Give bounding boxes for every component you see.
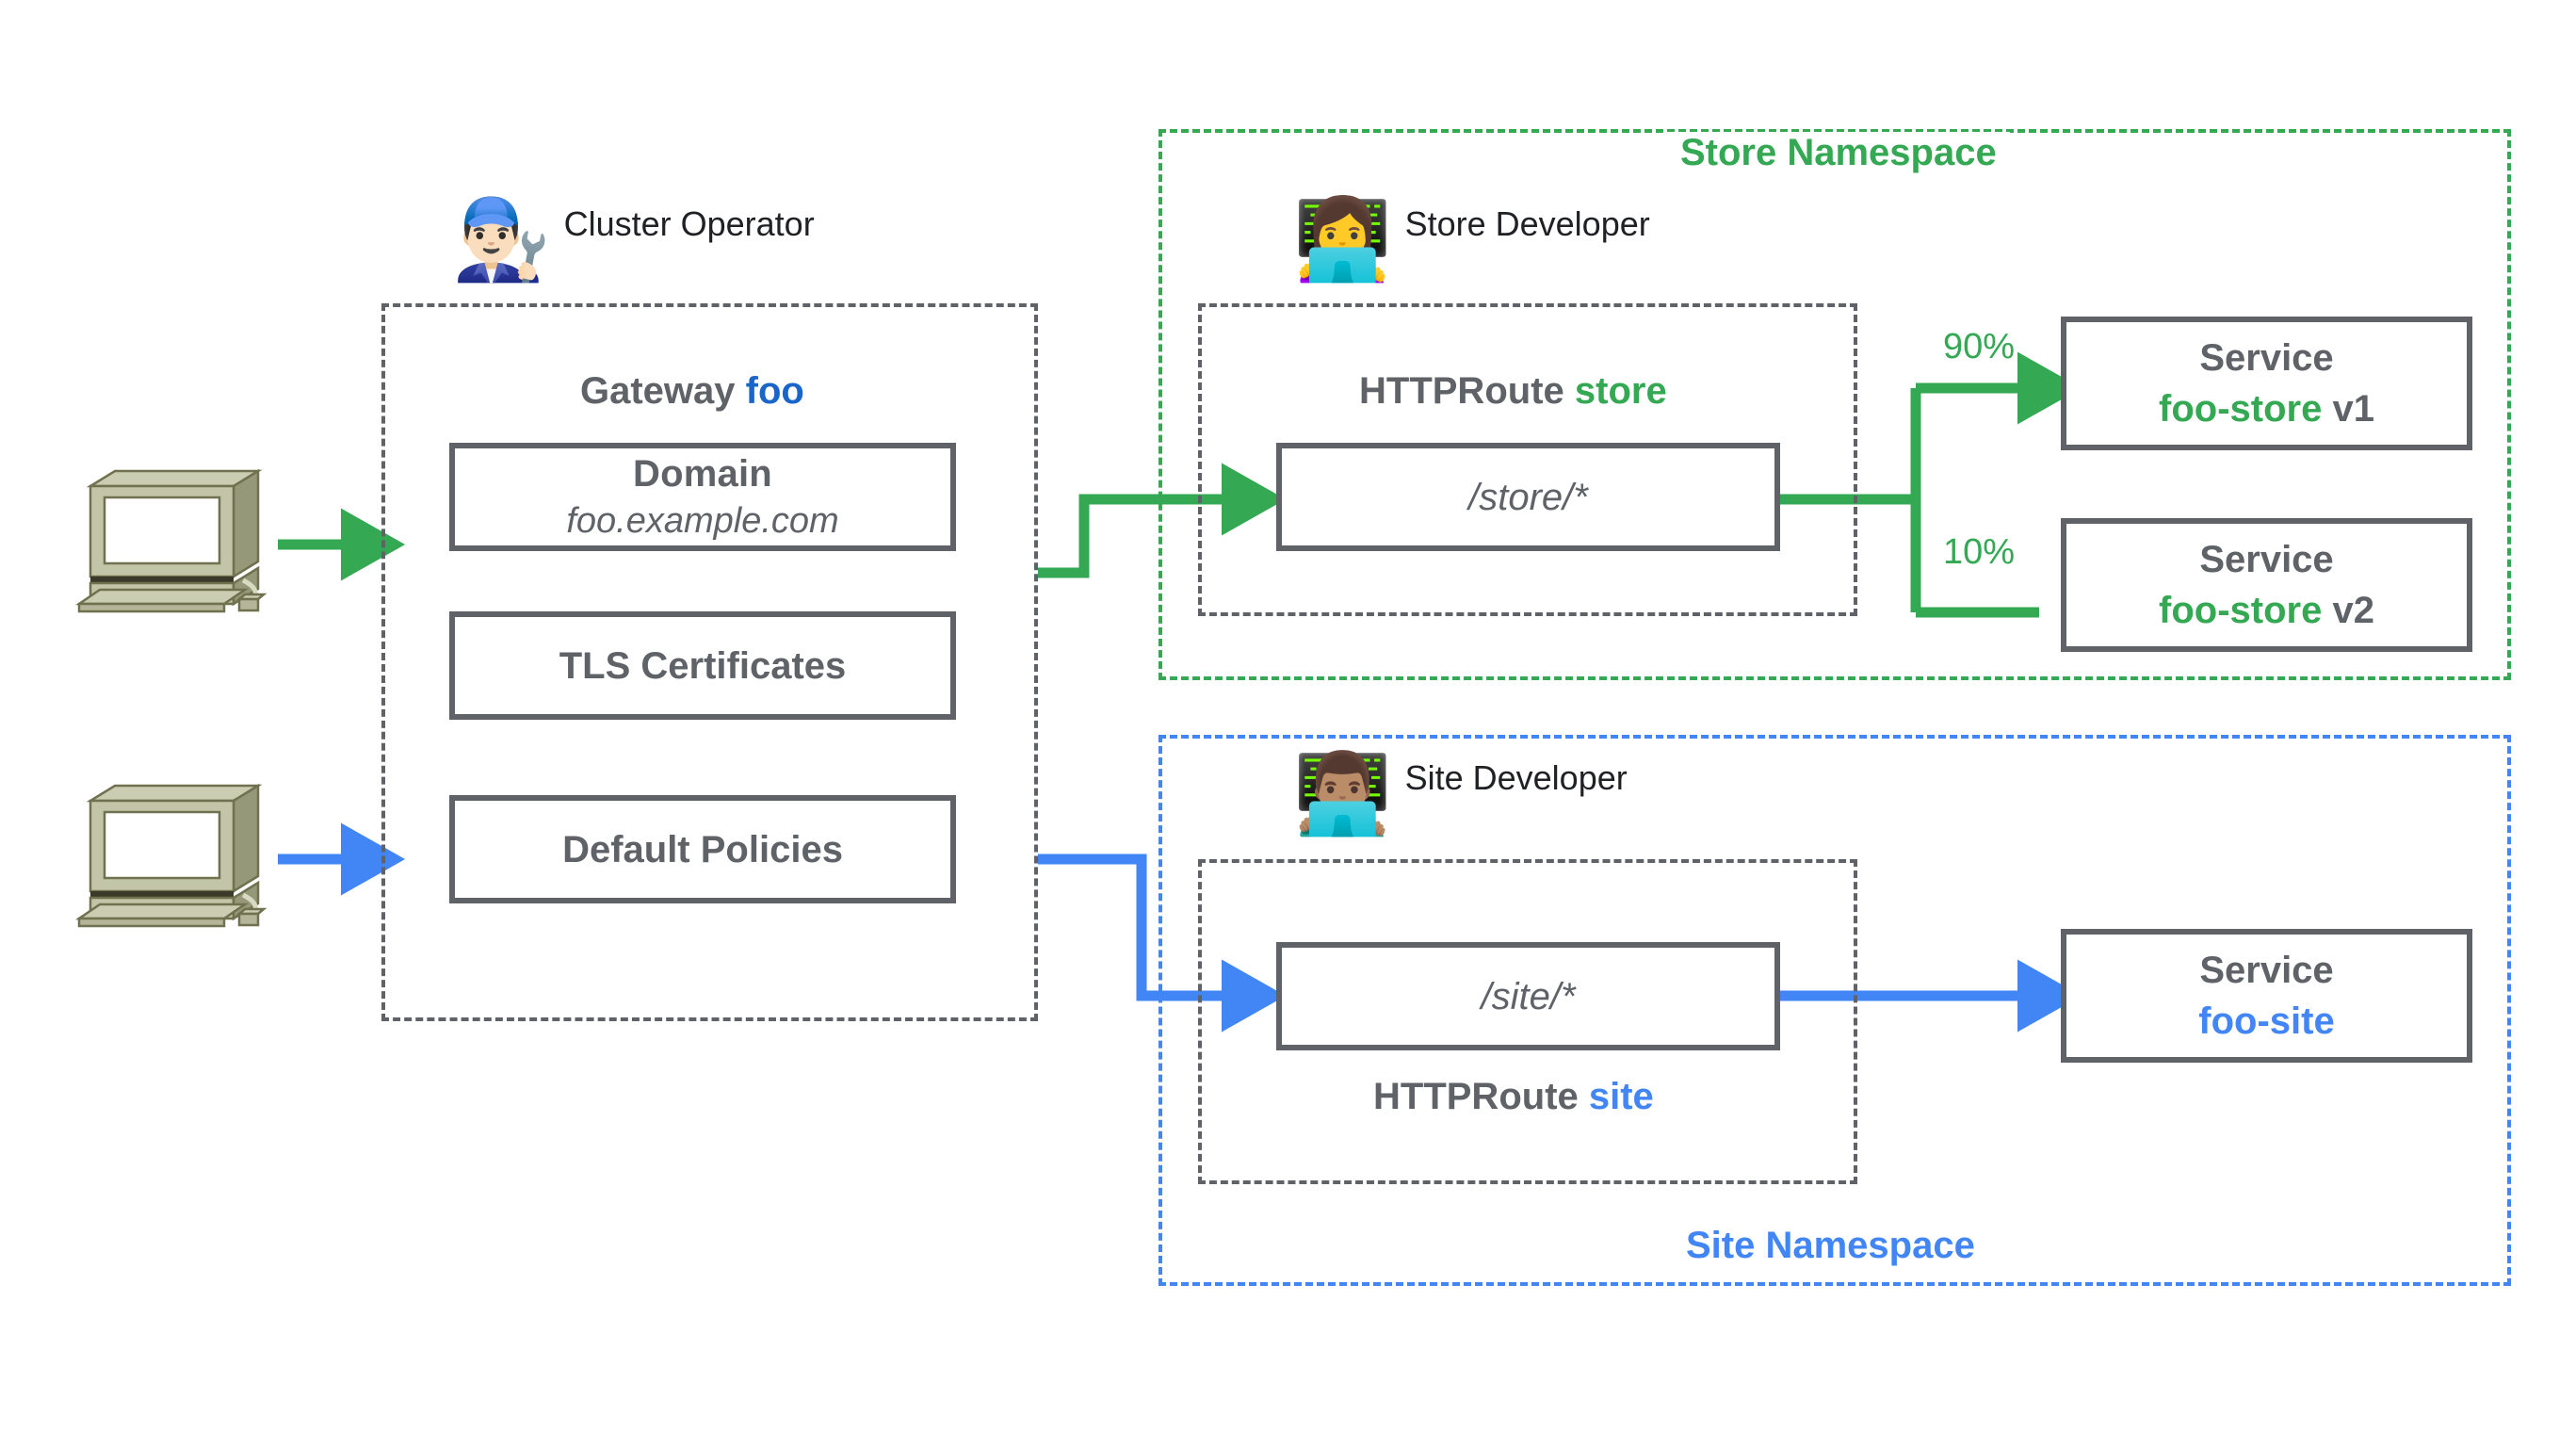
persona-label: Store Developer [1404,204,1650,243]
service-box-foo-store-v2: Service foo-store v2 [2061,518,2472,652]
site-namespace-title: Site Namespace [1673,1225,1988,1267]
default-policies-label: Default Policies [562,828,843,870]
domain-label: Domain [633,452,772,495]
persona-label: Cluster Operator [563,204,815,243]
domain-value: foo.example.com [566,500,839,541]
store-weight-10: 10% [1943,532,2016,572]
site-route-name: site [1588,1076,1654,1117]
store-httproute-container [1198,303,1857,616]
store-namespace-container [1158,129,2511,680]
service-name-version: foo-store v1 [2159,386,2374,431]
service-box-foo-site: Service foo-site [2061,929,2472,1063]
desktop-computer-icon [73,778,271,929]
site-route-match: /site/* [1481,975,1576,1017]
persona-store-developer: 👩‍💻 Store Developer [1293,200,1650,279]
persona-site-developer: 👨🏽‍💻 Site Developer [1293,754,1628,833]
store-route-name: store [1574,370,1667,412]
persona-label: Site Developer [1404,758,1628,797]
store-namespace-title: Store Namespace [1667,132,2010,174]
store-route-heading: HTTPRoute store [1359,370,1667,413]
persona-cluster-operator: 👨🏻‍🔧 Cluster Operator [452,200,815,279]
site-route-heading: HTTPRoute site [1373,1076,1654,1118]
service-name: foo-site [2198,1000,2335,1042]
service-version: v1 [2332,388,2374,430]
man-technologist-icon: 👨🏻‍🔧 [452,195,551,284]
site-namespace-container [1158,735,2511,1286]
store-weight-90: 90% [1943,327,2016,366]
gateway-heading: Gateway foo [580,370,804,413]
desktop-computer-icon [73,463,271,614]
gateway-heading-prefix: Gateway [580,370,746,412]
service-box-foo-store-v1: Service foo-store v1 [2061,317,2472,450]
gateway-container [381,303,1038,1021]
store-route-heading-prefix: HTTPRoute [1359,370,1575,412]
service-kind: Service [2199,539,2334,580]
service-name-version: foo-site [2198,999,2334,1044]
gateway-box-tls-certificates: TLS Certificates [449,611,956,720]
store-route-match: /store/* [1468,476,1588,518]
service-name: foo-store [2159,388,2333,430]
gateway-box-default-policies: Default Policies [449,795,956,903]
service-name: foo-store [2159,590,2333,631]
gateway-box-domain: Domain foo.example.com [449,443,956,551]
service-kind: Service [2199,337,2334,379]
service-version: v2 [2332,590,2374,631]
store-route-match-box: /store/* [1276,443,1780,551]
woman-technologist-icon: 👩‍💻 [1293,195,1392,284]
site-route-heading-prefix: HTTPRoute [1373,1076,1589,1117]
service-kind: Service [2199,950,2334,991]
site-httproute-container [1198,859,1857,1184]
site-route-match-box: /site/* [1276,942,1780,1050]
tls-certificates-label: TLS Certificates [559,644,847,687]
gateway-name: foo [745,370,804,412]
man-technologist-icon: 👨🏽‍💻 [1293,749,1392,837]
service-name-version: foo-store v2 [2159,588,2374,633]
